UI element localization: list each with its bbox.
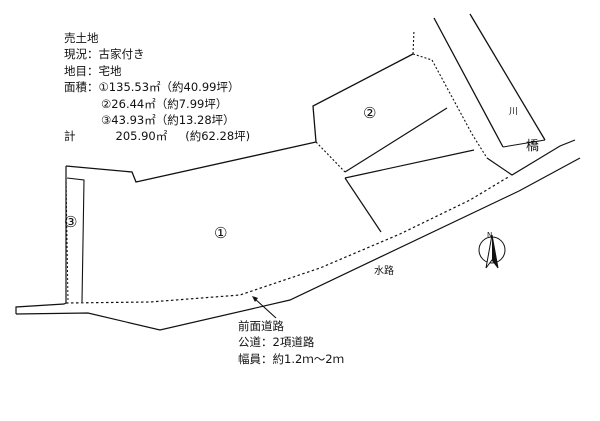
bridge-top-edge [502, 139, 546, 148]
info-area-2: ②26.44㎡（約7.99坪） [101, 96, 228, 111]
plot2-left-dotted [315, 141, 346, 173]
plot3-solid-right [66, 177, 85, 303]
waterway-label: 水路 [374, 266, 394, 277]
info-total: 計 205.90㎡ (約62.28坪) [64, 128, 250, 144]
total-label: 計 [64, 129, 76, 144]
north-arrow-icon [478, 234, 506, 269]
road-title: 前面道路 [238, 319, 284, 333]
road-type: 公道：2項道路 [238, 335, 315, 350]
road-pointer-arrowhead [252, 296, 258, 302]
plot2-divider-top [344, 107, 448, 173]
info-area-1: 面積：①135.53㎡（約40.99坪） [64, 80, 240, 95]
property-info: 売土地 現況：古家付き 地目：宅地 面積：①135.53㎡（約40.99坪） ②… [64, 30, 250, 145]
plot2-left-solid [344, 177, 382, 233]
road-pointer-line [253, 297, 277, 319]
parcel-dotted-boundary-right [412, 53, 488, 159]
info-land-category: 地目：宅地 [64, 63, 122, 78]
river-label: 川 [509, 107, 519, 117]
info-status: 現況：古家付き [64, 47, 145, 62]
parcel-dotted-boundary-top [412, 29, 415, 55]
front-road-bottom-edge [15, 190, 520, 331]
info-area-3: ③43.93㎡（約13.28坪） [101, 113, 235, 128]
north-label: N [487, 231, 493, 239]
plot-2-label: ② [363, 104, 377, 122]
river-edge-right [469, 13, 546, 141]
front-road-notes: 前面道路 公道：2項道路 幅員：約1.2ｍ～2ｍ [238, 318, 344, 367]
plot2-divider-bottom [344, 149, 475, 179]
plot-3-label: ③ [64, 213, 78, 231]
plot-1-label: ① [214, 224, 228, 242]
bridge-label: 橋 [526, 139, 540, 154]
waterway-lower-line [518, 157, 581, 192]
total-tsubo: (約62.28坪) [185, 129, 251, 144]
front-road-solid-edge [15, 302, 67, 314]
info-title: 売土地 [64, 31, 99, 45]
plot3-dotted-left [65, 177, 69, 303]
front-road-dotted-boundary [65, 175, 511, 304]
parcel-outer-boundary [65, 53, 414, 183]
total-value: 205.90㎡ [115, 129, 168, 144]
waterway-upper-line [486, 139, 576, 176]
river-edge-left [433, 17, 504, 148]
road-width: 幅員：約1.2ｍ～2ｍ [238, 351, 345, 366]
